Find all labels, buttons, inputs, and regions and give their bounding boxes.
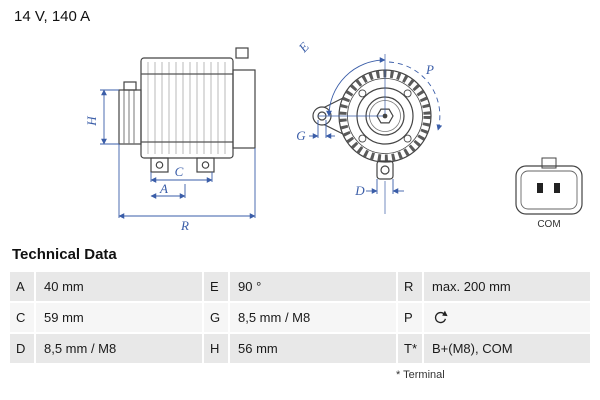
alternator-technical-drawing: H C A R <box>84 39 583 233</box>
spec-key-r: R <box>398 272 422 301</box>
dim-label-h: H <box>84 116 99 127</box>
spec-key-h: H <box>204 334 228 363</box>
spec-key-e: E <box>204 272 228 301</box>
dim-label-a: A <box>159 181 168 196</box>
spec-key-t: T* <box>398 334 422 363</box>
dim-label-p: P <box>425 62 434 77</box>
spec-key-a: A <box>10 272 34 301</box>
spec-key-g: G <box>204 303 228 332</box>
connector-detail <box>515 157 583 215</box>
table-row: A 40 mm E 90 ° R max. 200 mm <box>10 272 590 301</box>
technical-data-title: Technical Data <box>12 246 117 263</box>
alternator-front-view <box>312 69 432 180</box>
rotation-direction-icon <box>434 310 448 324</box>
spec-value-c: 59 mm <box>36 303 202 332</box>
table-row: C 59 mm G 8,5 mm / M8 P <box>10 303 590 332</box>
dim-label-c: C <box>175 164 184 179</box>
alternator-side-view <box>118 47 256 173</box>
front-view-dimensions <box>309 54 443 214</box>
connector-label: COM <box>537 219 560 230</box>
spec-key-d: D <box>10 334 34 363</box>
voltage-current-rating: 14 V, 140 A <box>14 8 91 25</box>
terminal-footnote: * Terminal <box>396 369 445 381</box>
technical-data-table: A 40 mm E 90 ° R max. 200 mm C 59 mm G 8… <box>10 272 590 363</box>
spec-value-t: B+(M8), COM <box>424 334 590 363</box>
spec-value-e: 90 ° <box>230 272 396 301</box>
dim-label-e: E <box>295 39 312 56</box>
side-view-dimensions <box>100 89 256 219</box>
spec-value-h: 56 mm <box>230 334 396 363</box>
spec-value-d: 8,5 mm / M8 <box>36 334 202 363</box>
spec-value-p <box>424 303 590 332</box>
spec-value-r: max. 200 mm <box>424 272 590 301</box>
dim-label-d: D <box>354 183 365 198</box>
dim-label-g: G <box>296 128 306 143</box>
spec-value-g: 8,5 mm / M8 <box>230 303 396 332</box>
spec-value-a: 40 mm <box>36 272 202 301</box>
table-row: D 8,5 mm / M8 H 56 mm T* B+(M8), COM <box>10 334 590 363</box>
spec-key-c: C <box>10 303 34 332</box>
spec-key-p: P <box>398 303 422 332</box>
dim-label-r: R <box>180 218 189 233</box>
